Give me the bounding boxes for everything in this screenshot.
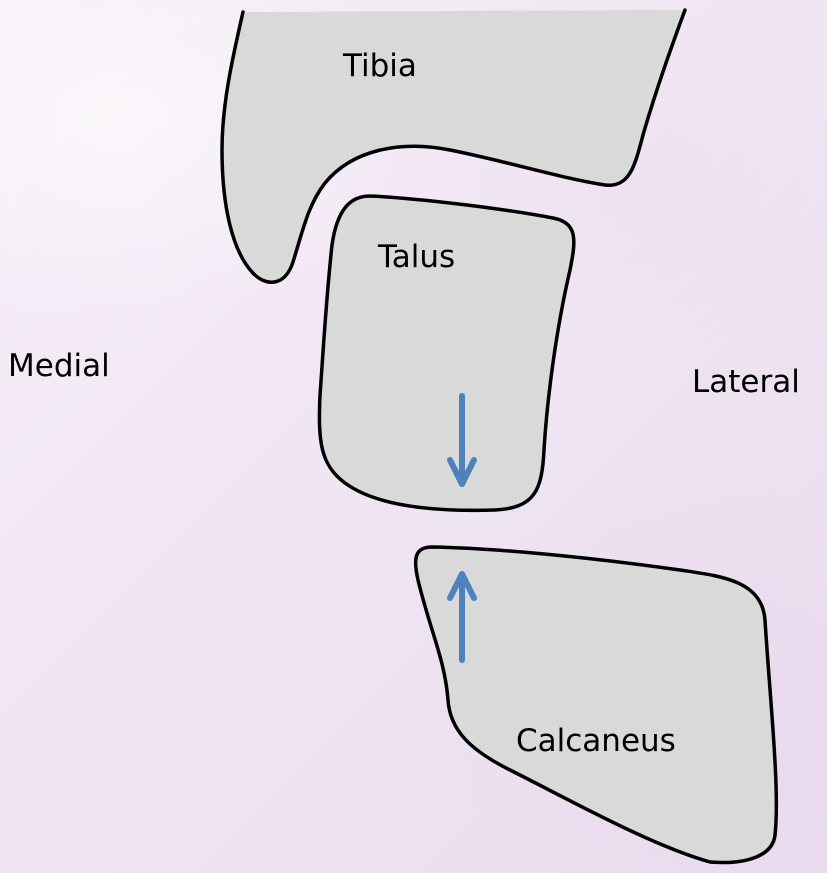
tibia-label: Tibia [343,51,417,82]
calcaneus-label: Calcaneus [516,726,676,757]
talus-label: Talus [378,242,455,273]
medial-label: Medial [8,351,110,382]
lateral-label: Lateral [692,367,800,398]
